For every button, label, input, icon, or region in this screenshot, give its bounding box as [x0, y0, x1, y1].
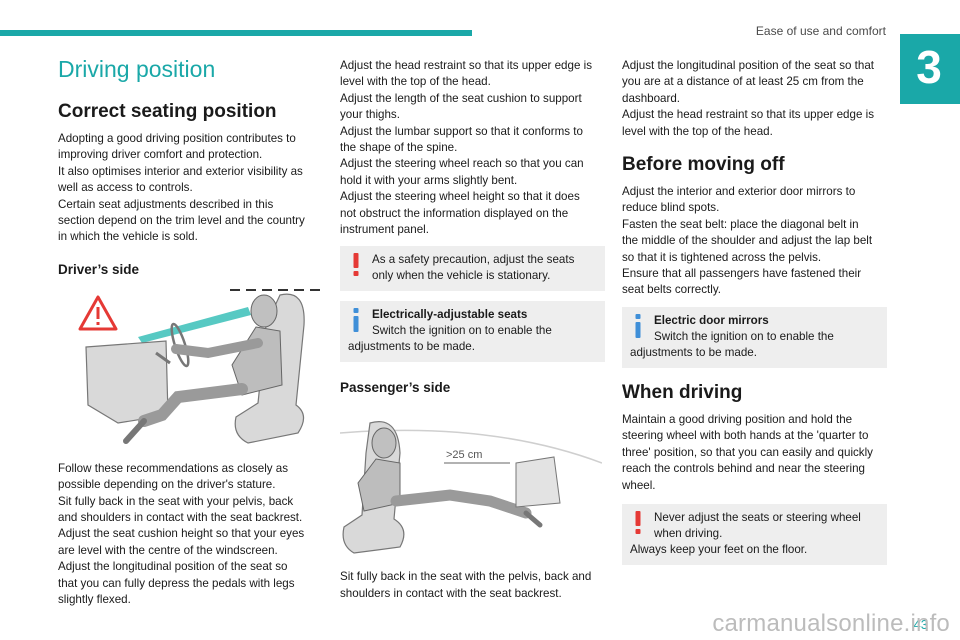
column-3: Adjust the longitudinal position of the …	[622, 58, 887, 565]
chapter-number: 3	[916, 41, 942, 93]
info-icon	[635, 313, 641, 338]
column-1: Driving position Correct seating positio…	[58, 52, 320, 609]
passenger-text: Sit fully back in the seat with the pelv…	[340, 570, 592, 600]
before-moving-text: Adjust the interior and exterior door mi…	[622, 185, 873, 297]
when-driving-text: Maintain a good driving position and hol…	[622, 412, 873, 492]
adjust-text: Adjust the head restraint so that its up…	[340, 59, 592, 237]
info-box-electric-seats: Electrically-adjustable seats Switch the…	[340, 301, 605, 363]
warning-box-when-driving: Never adjust the seats or steering wheel…	[622, 503, 887, 565]
warning-exclamation-icon	[635, 510, 641, 534]
heading-correct-seating: Correct seating position	[58, 101, 277, 122]
chapter-tab	[900, 34, 960, 104]
warning-box-stationary: As a safety precaution, adjust the seats…	[340, 246, 605, 292]
driver-seating-illustration	[78, 288, 320, 444]
col3-intro-text: Adjust the longitudinal position of the …	[622, 59, 875, 138]
header-title: Ease of use and comfort	[755, 24, 886, 38]
heading-drivers-side: Driver’s side	[58, 261, 140, 277]
heading-when-driving: When driving	[622, 381, 743, 403]
header-accent-bar	[0, 30, 472, 36]
watermark-text: carmanualsonline.info	[712, 610, 950, 637]
info-icon	[353, 308, 359, 333]
column-2: Adjust the head restraint so that its up…	[340, 58, 605, 602]
heading-passengers-side: Passenger’s side	[340, 380, 451, 396]
warning-exclamation-icon	[353, 253, 359, 277]
passenger-seating-illustration: >25 cm	[340, 421, 602, 555]
heading-before-moving-off: Before moving off	[622, 154, 785, 176]
warning-triangle-icon	[78, 295, 118, 331]
distance-label: >25 cm	[446, 449, 482, 461]
info-box-door-mirrors: Electric door mirrors Switch the ignitio…	[622, 306, 887, 368]
recommendations-text: Follow these recommendations as closely …	[58, 461, 305, 607]
intro-text: Adopting a good driving position contrib…	[58, 132, 305, 244]
section-title: Driving position	[58, 56, 216, 82]
page-number: 43	[913, 617, 928, 632]
